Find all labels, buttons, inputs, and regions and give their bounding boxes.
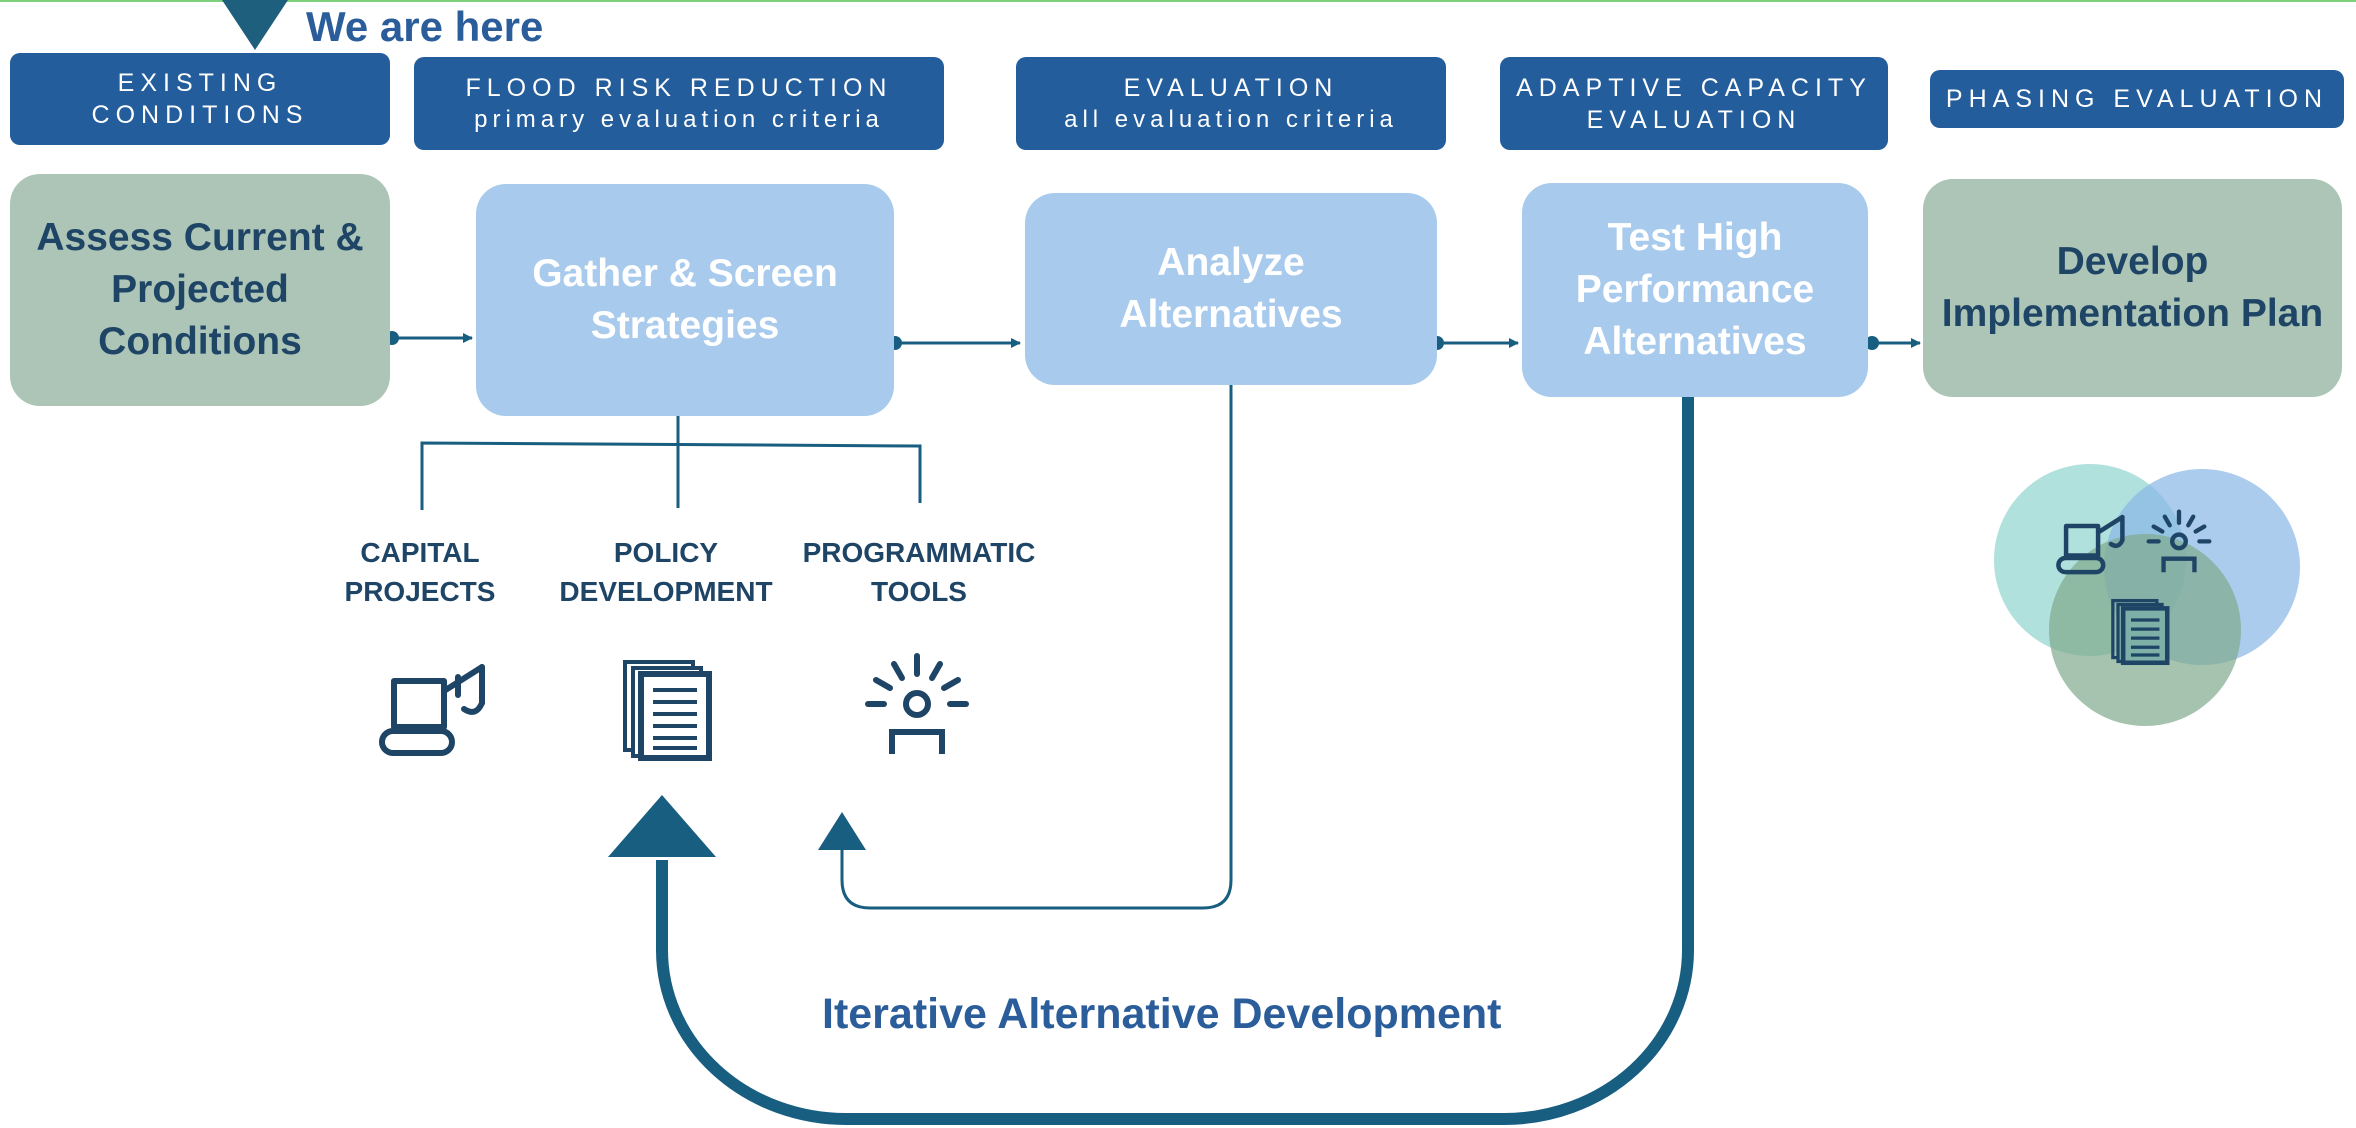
step-test-high-performance: Test High Performance Alternatives [1522, 183, 1868, 397]
venn-excavator-icon [2056, 514, 2125, 575]
analyze-feedback-loop [840, 385, 1233, 910]
header-existing-conditions: EXISTING CONDITIONS [10, 53, 390, 145]
venn-diagram [1994, 464, 2300, 726]
documents-icon [623, 660, 712, 761]
strategy-policy-development: POLICY DEVELOPMENT [546, 533, 786, 611]
lightbulb-person-icon [865, 653, 969, 754]
step-analyze-label: Analyze Alternatives [1119, 241, 1343, 336]
flow-connector-4 [1865, 336, 1921, 350]
strategy-programmatic-tools: PROGRAMMATIC TOOLS [784, 533, 1054, 611]
header-flood-risk-reduction: FLOOD RISK REDUCTION primary evaluation … [414, 57, 944, 150]
capital-line1: CAPITAL [360, 537, 480, 568]
iterative-development-label: Iterative Alternative Development [822, 990, 1502, 1038]
step-gather-label: Gather & Screen Strategies [532, 252, 838, 347]
flow-connector-2 [888, 336, 1021, 350]
strategy-capital-projects: CAPITAL PROJECTS [300, 533, 540, 611]
step-test-label: Test High Performance Alternatives [1575, 216, 1815, 363]
header-existing-line1: EXISTING [117, 69, 283, 97]
header-evaluation: EVALUATION all evaluation criteria [1016, 57, 1446, 150]
capital-line2: PROJECTS [344, 576, 496, 607]
we-are-here-label: We are here [306, 3, 544, 50]
flow-connector-1 [385, 331, 473, 345]
header-adaptive-line1: ADAPTIVE CAPACITY [1516, 73, 1872, 102]
step-develop-plan: Develop Implementation Plan [1923, 179, 2342, 397]
header-evaluation-line2: all evaluation criteria [1064, 105, 1398, 133]
header-phasing-evaluation: PHASING EVALUATION [1930, 70, 2344, 128]
test-feedback-arrowhead [608, 795, 716, 857]
analyze-feedback-arrowhead [818, 812, 866, 850]
header-phasing-line1: PHASING EVALUATION [1945, 85, 2329, 113]
header-flood-line2: primary evaluation criteria [474, 105, 884, 133]
step-gather-screen: Gather & Screen Strategies [476, 184, 894, 416]
header-adaptive-capacity: ADAPTIVE CAPACITY EVALUATION [1500, 57, 1888, 150]
venn-lightbulb-person-icon [2146, 509, 2212, 573]
policy-line2: DEVELOPMENT [559, 576, 773, 607]
top-divider-line [0, 0, 2356, 2]
policy-line1: POLICY [613, 537, 719, 568]
header-adaptive-line2: EVALUATION [1586, 105, 1802, 134]
header-evaluation-line1: EVALUATION [1123, 73, 1339, 102]
venn-documents-icon [2111, 598, 2170, 666]
excavator-icon [379, 664, 485, 756]
flow-connector-3 [1430, 336, 1519, 350]
test-feedback-loop [656, 397, 1694, 1125]
strategy-bracket [420, 414, 922, 510]
step-develop-label: Develop Implementation Plan [1941, 240, 2324, 335]
programmatic-line1: PROGRAMMATIC [802, 537, 1036, 568]
step-analyze-alternatives: Analyze Alternatives [1025, 193, 1437, 385]
header-existing-line2: CONDITIONS [91, 101, 309, 129]
step-assess-conditions: Assess Current & Projected Conditions [10, 174, 390, 406]
header-flood-line1: FLOOD RISK REDUCTION [465, 73, 893, 102]
step-assess-label: Assess Current & Projected Conditions [36, 216, 364, 363]
we-are-here-pointer [222, 0, 288, 50]
programmatic-line2: TOOLS [871, 576, 967, 607]
